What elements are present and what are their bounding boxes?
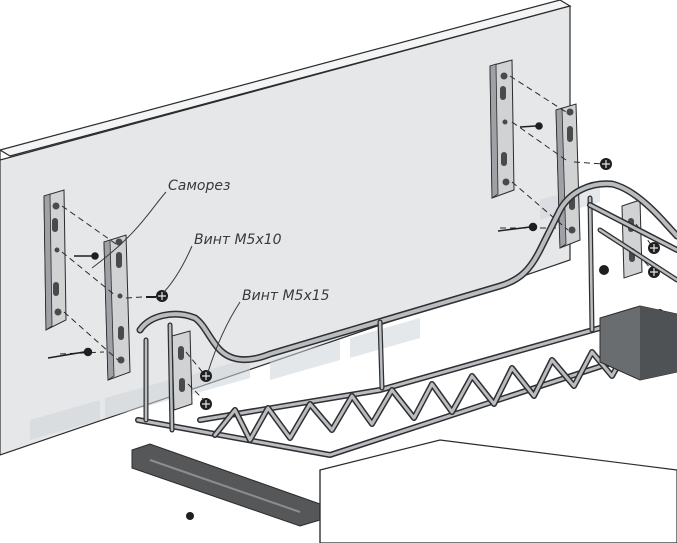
runner-block-right [599, 305, 677, 381]
side-plate-left [171, 330, 193, 411]
wire-basket [135, 180, 677, 458]
cabinet-side-panel [319, 439, 677, 543]
label-screw-m5x15: Винт М5х15 [242, 288, 330, 304]
screw-icon [648, 242, 660, 254]
bracket-icon [489, 59, 515, 199]
screw-icon [600, 158, 612, 170]
label-screw-m5x10: Винт М5х10 [194, 232, 282, 248]
bracket-icon [43, 189, 67, 331]
screw-icon [200, 398, 212, 410]
runner-rail [131, 443, 321, 527]
side-plate-right [621, 199, 643, 279]
screw-icon [47, 122, 543, 359]
bracket-icon [555, 103, 581, 249]
callout-leaders [91, 191, 241, 373]
screw-icon [599, 265, 609, 275]
back-panel [0, 0, 572, 456]
bracket-icon [103, 234, 131, 381]
label-self-tapping-screw: Саморез [168, 178, 230, 194]
screw-icon [146, 290, 168, 302]
screw-icon [200, 370, 212, 382]
